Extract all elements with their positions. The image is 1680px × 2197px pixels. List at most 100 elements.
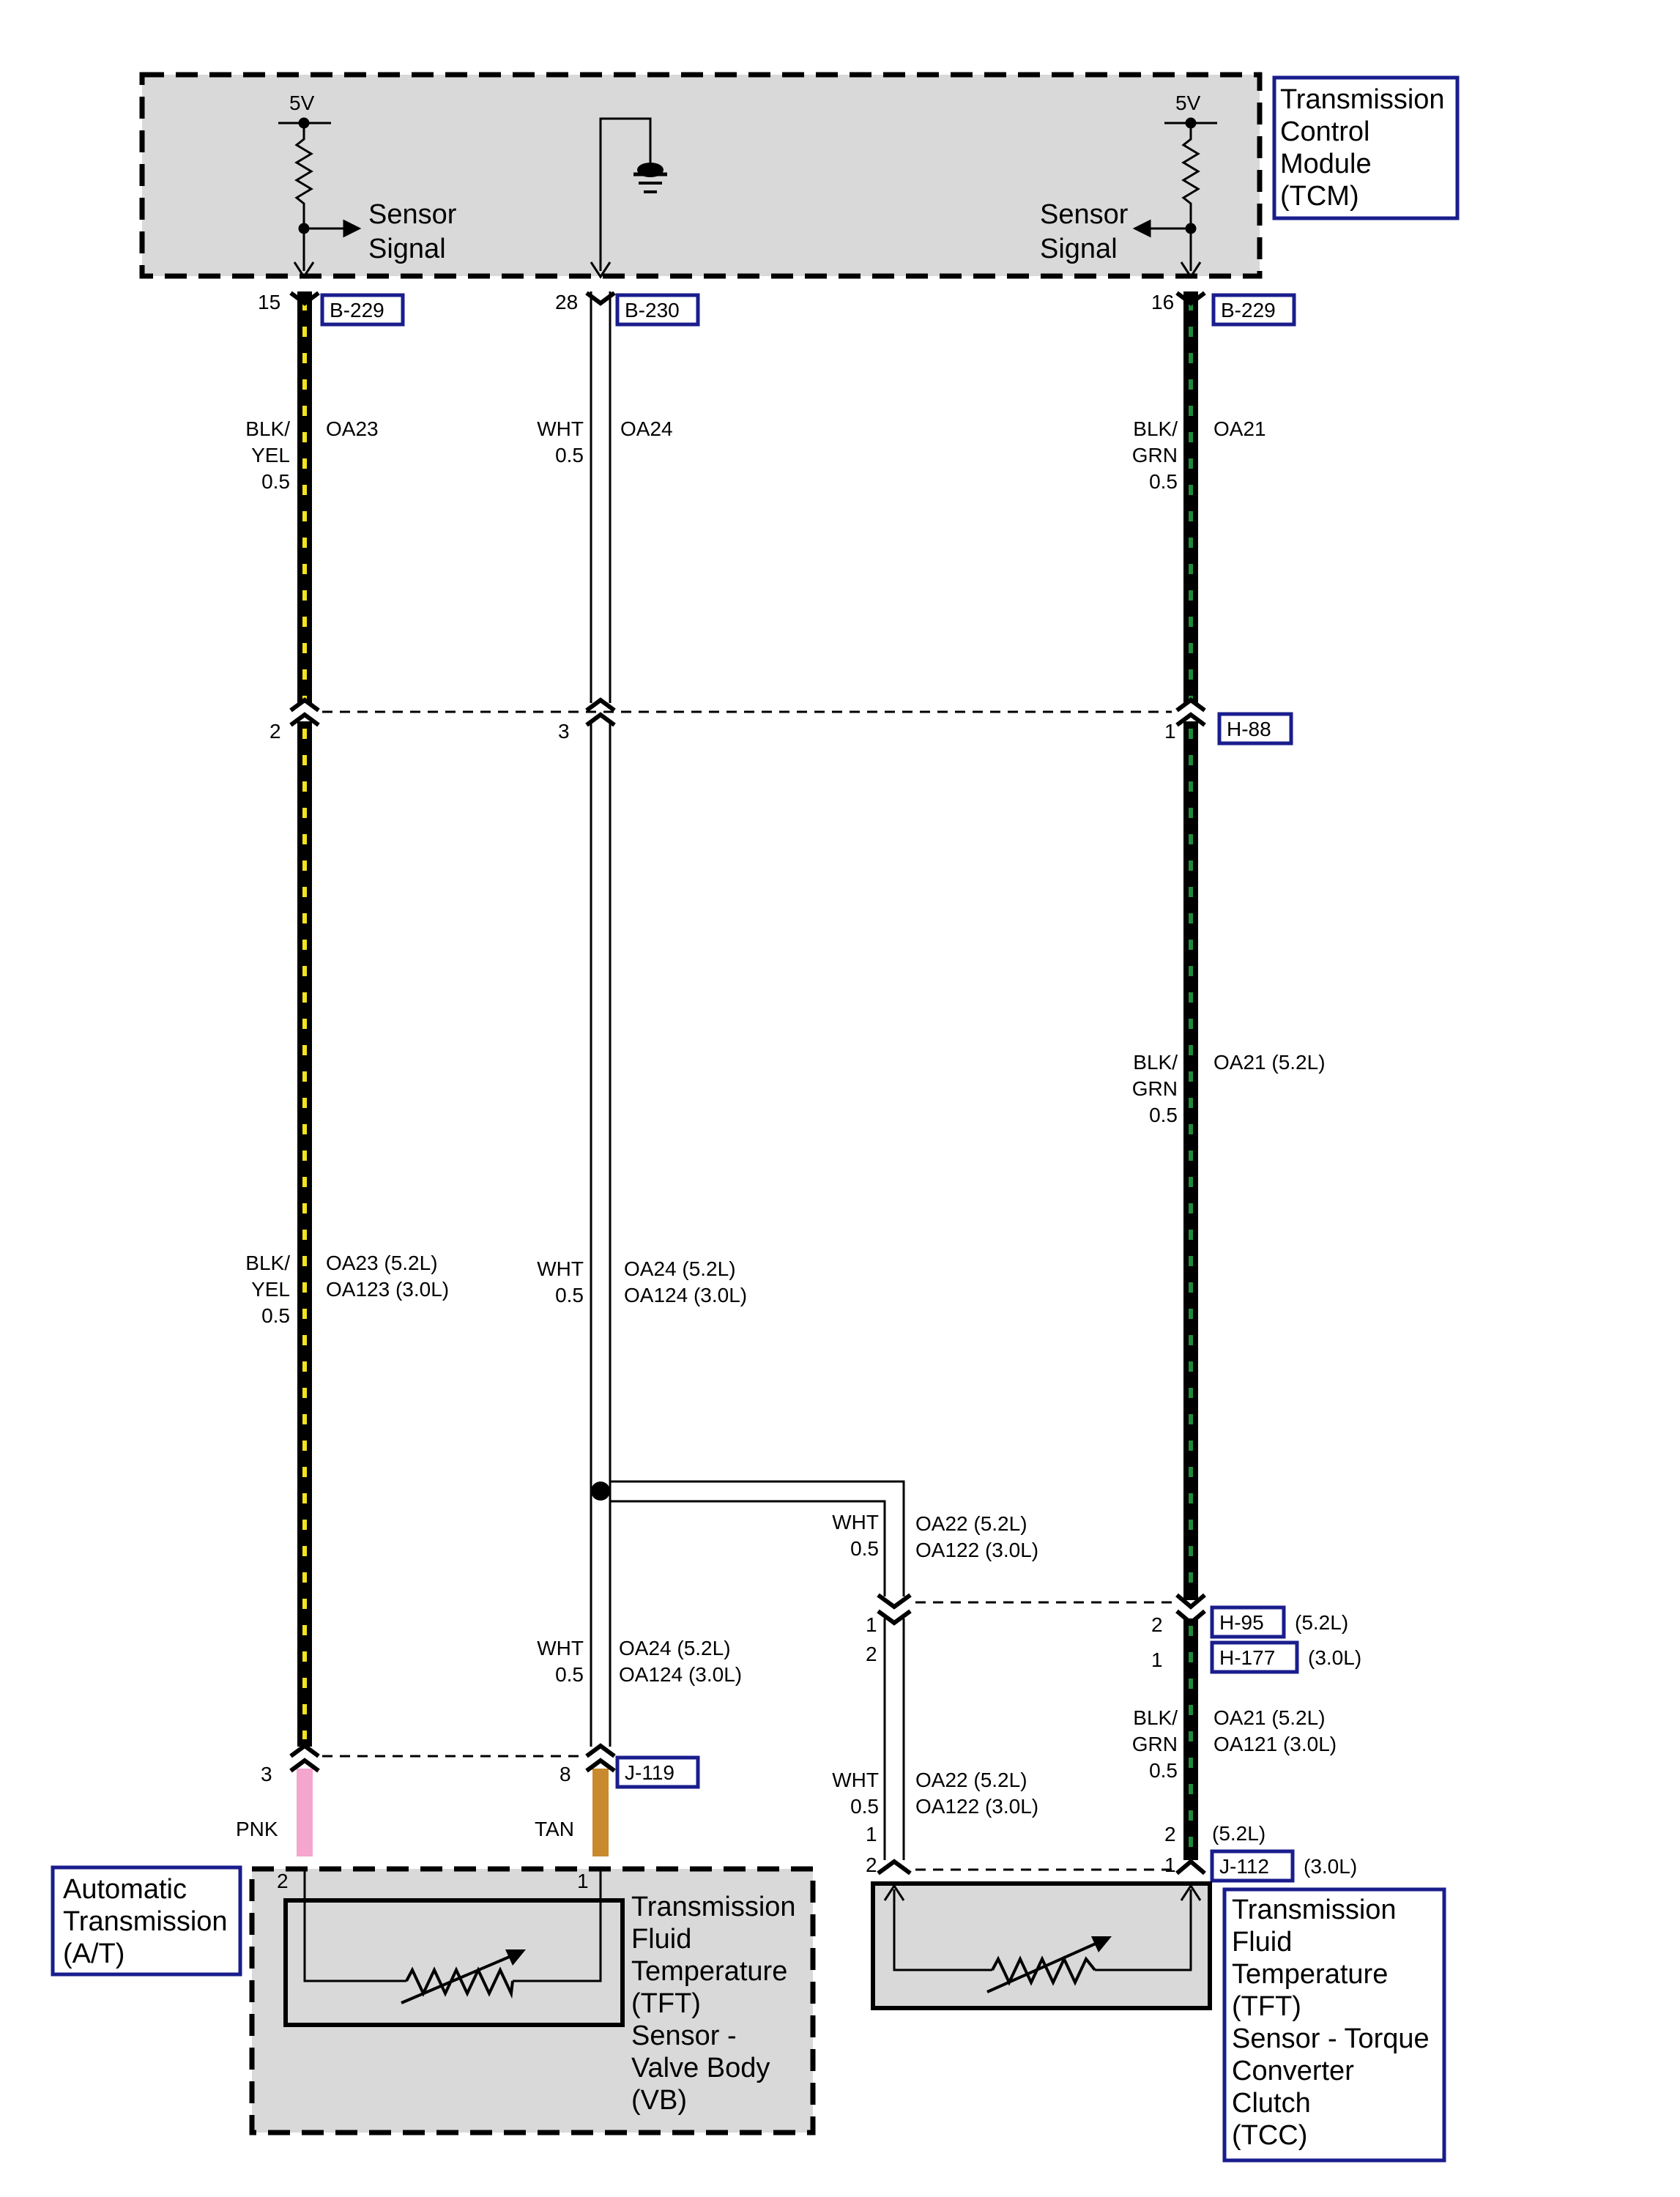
tcm-left-pullup-resistor — [278, 117, 362, 279]
tft-vb-pin2: 2 — [277, 1870, 289, 1892]
tcm-module-box — [139, 72, 1263, 279]
svg-text:Temperature: Temperature — [631, 1956, 787, 1987]
tcm-left-voltage: 5V — [289, 92, 315, 114]
svg-text:WHT: WHT — [537, 1637, 584, 1659]
svg-text:Signal: Signal — [368, 234, 446, 264]
tcm-left-signal-label: Sensor Signal — [368, 199, 457, 264]
svg-text:(VB): (VB) — [631, 2085, 687, 2116]
svg-text:YEL: YEL — [251, 444, 290, 466]
engine-notes: (5.2L) (3.0L) (5.2L) (3.0L) — [1212, 1611, 1361, 1878]
connector-label-h177: H-177 — [1219, 1646, 1275, 1669]
svg-text:1: 1 — [1164, 1854, 1176, 1876]
svg-text:WHT: WHT — [832, 1511, 879, 1534]
svg-text:2: 2 — [270, 720, 281, 743]
svg-text:0.5: 0.5 — [850, 1795, 879, 1818]
at-component-box — [249, 1866, 816, 2135]
svg-text:0.5: 0.5 — [555, 444, 584, 466]
connector-label-h88: H-88 — [1227, 718, 1271, 740]
svg-text:Module: Module — [1280, 149, 1372, 179]
svg-text:1: 1 — [1151, 1648, 1163, 1671]
wire-label-mid-low: WHT 0.5 — [537, 1637, 584, 1686]
svg-text:OA23 (5.2L): OA23 (5.2L) — [326, 1252, 438, 1274]
svg-text:0.5: 0.5 — [1149, 1104, 1178, 1126]
svg-text:2: 2 — [1164, 1823, 1176, 1845]
tcm-title-box — [1272, 75, 1460, 220]
wire-code-mid-mid: OA24 (5.2L) OA124 (3.0L) — [624, 1257, 747, 1306]
connector-label-box-h177 — [1210, 1640, 1299, 1674]
svg-text:Transmission: Transmission — [1232, 1895, 1397, 1925]
svg-text:OA122 (3.0L): OA122 (3.0L) — [915, 1795, 1038, 1818]
connector-h95 — [877, 1593, 1206, 1626]
wire-code-left-top: OA23 — [326, 417, 379, 440]
svg-text:Signal: Signal — [1040, 234, 1118, 264]
ground-dot — [637, 163, 664, 177]
svg-text:3: 3 — [558, 720, 570, 743]
tcm-right-voltage: 5V — [1175, 92, 1201, 114]
svg-text:BLK/: BLK/ — [245, 1252, 290, 1274]
svg-text:(TCC): (TCC) — [1232, 2120, 1307, 2151]
svg-text:(3.0L): (3.0L) — [1304, 1855, 1357, 1878]
connector-b230 — [585, 291, 616, 306]
wire-label-right-mid: BLK/ GRN 0.5 — [1132, 1051, 1178, 1126]
wire-label-left-mid: BLK/ YEL 0.5 — [245, 1252, 290, 1327]
svg-text:Sensor: Sensor — [368, 199, 457, 230]
svg-text:OA121 (3.0L): OA121 (3.0L) — [1213, 1733, 1337, 1755]
svg-text:15: 15 — [258, 291, 280, 313]
svg-text:OA123 (3.0L): OA123 (3.0L) — [326, 1278, 449, 1301]
connector-label-box-b229-right — [1211, 293, 1296, 327]
svg-text:0.5: 0.5 — [261, 1304, 290, 1327]
wire-right-blk-grn-upper — [1183, 291, 1198, 703]
connector-label-box-b229-left — [320, 293, 405, 327]
wire-branch-wht — [610, 1480, 905, 1860]
svg-text:YEL: YEL — [251, 1278, 290, 1301]
svg-text:1: 1 — [866, 1613, 877, 1636]
connector-label-box-j112 — [1210, 1849, 1295, 1883]
svg-text:2: 2 — [1151, 1613, 1163, 1636]
connector-b229-right — [1175, 291, 1206, 306]
svg-text:Sensor -: Sensor - — [631, 2021, 737, 2051]
wire-code-left-mid: OA23 (5.2L) OA123 (3.0L) — [326, 1252, 449, 1301]
svg-text:GRN: GRN — [1132, 444, 1178, 466]
tft-tcc-label: Transmission Fluid Temperature (TFT) Sen… — [1232, 1895, 1430, 2151]
wire-label-branch-top: WHT 0.5 — [832, 1511, 879, 1560]
svg-text:0.5: 0.5 — [1149, 1759, 1178, 1782]
tft-tcc-sensor — [871, 1881, 1212, 2010]
wire-left-blk-yel-upper — [297, 291, 312, 703]
svg-text:BLK/: BLK/ — [1133, 1051, 1178, 1074]
wire-code-mid-low: OA24 (5.2L) OA124 (3.0L) — [619, 1637, 742, 1686]
svg-text:0.5: 0.5 — [555, 1663, 584, 1686]
svg-text:(5.2L): (5.2L) — [1295, 1611, 1348, 1634]
wire-left-pnk — [297, 1769, 313, 1856]
svg-text:WHT: WHT — [537, 417, 584, 440]
svg-text:Fluid: Fluid — [631, 1924, 691, 1955]
wire-code-branch-low: OA22 (5.2L) OA122 (3.0L) — [915, 1769, 1038, 1818]
tft-vb-sensor — [283, 1867, 625, 2027]
svg-text:Transmission: Transmission — [63, 1906, 228, 1937]
svg-text:8: 8 — [560, 1763, 571, 1785]
tcm-title: Transmission Control Module (TCM) — [1280, 84, 1445, 212]
svg-text:OA21 (5.2L): OA21 (5.2L) — [1213, 1706, 1326, 1729]
svg-text:OA122 (3.0L): OA122 (3.0L) — [915, 1539, 1038, 1561]
connector-label-b229-right: B-229 — [1221, 299, 1276, 321]
wire-label-left-top: BLK/ YEL 0.5 — [245, 417, 290, 493]
svg-text:0.5: 0.5 — [850, 1537, 879, 1560]
svg-text:0.5: 0.5 — [261, 470, 290, 493]
svg-text:Clutch: Clutch — [1232, 2088, 1311, 2119]
wire-code-right-low: OA21 (5.2L) OA121 (3.0L) — [1213, 1706, 1337, 1755]
svg-text:BLK/: BLK/ — [1133, 1706, 1178, 1729]
wire-label-right-low: BLK/ GRN 0.5 — [1132, 1706, 1178, 1782]
svg-text:(TFT): (TFT) — [631, 1988, 701, 2019]
svg-text:OA24 (5.2L): OA24 (5.2L) — [619, 1637, 731, 1659]
svg-text:Valve Body: Valve Body — [631, 2053, 770, 2083]
connector-b229-left — [289, 291, 320, 306]
connector-label-box-b230 — [615, 293, 700, 327]
splice-dot — [591, 1482, 610, 1501]
svg-text:1: 1 — [866, 1823, 877, 1845]
connector-j119 — [289, 1743, 616, 1773]
svg-text:0.5: 0.5 — [1149, 470, 1178, 493]
svg-text:2: 2 — [866, 1643, 877, 1665]
connector-label-box-j119 — [615, 1755, 700, 1789]
pin-numbers: 15 28 16 2 3 1 1 2 2 1 3 8 1 2 2 1 — [258, 291, 1176, 1876]
wire-label-tan: TAN — [535, 1818, 574, 1840]
